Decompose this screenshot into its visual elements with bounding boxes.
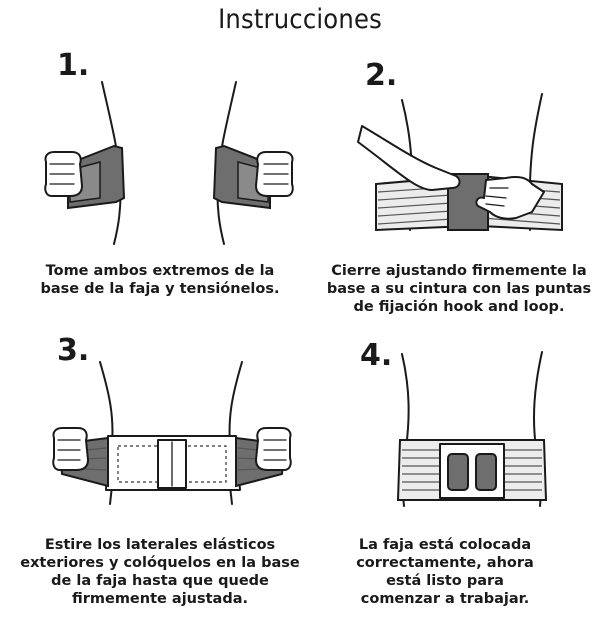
step-1-illustration bbox=[44, 81, 294, 245]
caption-line: La faja está colocada bbox=[358, 537, 532, 553]
page-title: Instrucciones bbox=[218, 4, 382, 35]
caption-line: exteriores y colóquelos en la base bbox=[20, 555, 300, 571]
step-2-illustration bbox=[357, 93, 563, 232]
step-4-number: 4. bbox=[360, 338, 393, 373]
caption-line: firmemente ajustada. bbox=[71, 591, 249, 607]
step-3-illustration bbox=[52, 361, 292, 505]
step-4-caption: La faja está colocada correctamente, aho… bbox=[310, 536, 580, 608]
step-4-illustration bbox=[396, 351, 548, 507]
caption-line: Tome ambos extremos de la bbox=[45, 263, 275, 279]
caption-line: de fijación hook and loop. bbox=[353, 299, 565, 315]
caption-line: base a su cintura con las puntas bbox=[326, 281, 592, 297]
caption-line: base de la faja y tensiónelos. bbox=[40, 281, 280, 297]
step-1-number: 1. bbox=[57, 48, 90, 83]
caption-line: Cierre ajustando firmemente la bbox=[331, 263, 587, 279]
caption-line: comenzar a trabajar. bbox=[360, 591, 530, 607]
step-2-caption: Cierre ajustando firmemente la base a su… bbox=[318, 262, 600, 316]
caption-line: Estire los laterales elásticos bbox=[44, 537, 276, 553]
step-3-caption: Estire los laterales elásticos exteriore… bbox=[20, 536, 300, 608]
step-3-number: 3. bbox=[57, 333, 90, 368]
caption-line: de la faja hasta que quede bbox=[51, 573, 269, 589]
step-1-caption: Tome ambos extremos de la base de la faj… bbox=[20, 262, 300, 298]
caption-line: está listo para bbox=[386, 573, 504, 589]
caption-line: correctamente, ahora bbox=[356, 555, 534, 571]
step-2-number: 2. bbox=[365, 58, 398, 93]
